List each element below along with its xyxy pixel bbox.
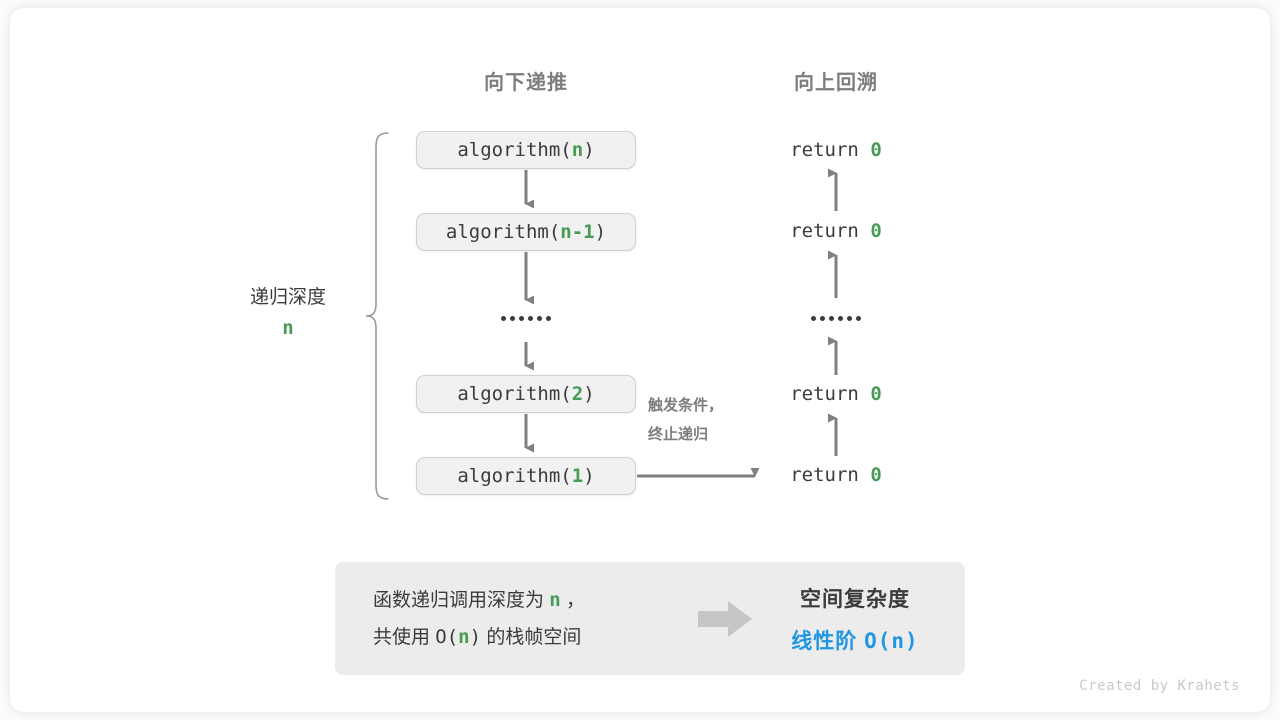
call-box-name: algorithm( [457,383,572,405]
summary-line-2: 共使用 O(n) 的栈帧空间 [373,619,585,656]
call-box-arg: 2 [571,383,584,405]
return-label-0: return 0 [790,139,882,161]
diagram-canvas: 向下递推 向上回溯 递归深度 n algorithm(n) algorithm(… [10,8,1270,712]
summary-line2-pre: 共使用 [373,626,436,648]
recursion-depth-label: 递归深度 n [250,282,326,339]
call-box-1[interactable]: algorithm(n-1) [416,213,636,251]
summary-line2-var: n [458,625,470,648]
complexity-value-notation: O(n) [864,628,919,653]
summary-line1-pre: 函数递归调用深度为 [373,589,550,611]
summary-line2-post: 的栈帧空间 [481,626,582,648]
column-header-down: 向下递推 [484,72,568,94]
return-value: 0 [870,383,882,405]
call-box-arg: n [571,139,584,161]
call-box-close: ) [583,139,595,161]
return-value: 0 [870,220,882,242]
column-header-up: 向上回溯 [794,72,878,94]
call-box-3[interactable]: algorithm(1) [416,457,636,495]
call-box-arg: n-1 [560,221,595,243]
call-box-name: algorithm( [457,465,572,487]
ellipsis-right [811,316,861,321]
call-box-0[interactable]: algorithm(n) [416,131,636,169]
return-keyword: return [790,464,871,486]
call-box-name: algorithm( [445,221,561,243]
summary-panel: 函数递归调用深度为 n ， 共使用 O(n) 的栈帧空间 空间复杂度 线性阶 O… [335,562,965,675]
recursion-depth-text: 递归深度 [249,287,327,308]
return-keyword: return [790,383,871,405]
footer-credit: Created by Krahets [1079,678,1240,694]
complexity-value-zh: 线性阶 [791,629,865,653]
return-keyword: return [790,139,871,161]
call-box-close: ) [594,221,607,243]
summary-line1-post: ， [560,589,586,611]
call-box-close: ) [583,465,595,487]
summary-description: 函数递归调用深度为 n ， 共使用 O(n) 的栈帧空间 [373,581,585,655]
summary-line-1: 函数递归调用深度为 n ， [373,581,585,618]
trigger-condition-note: 触发条件， 终止递归 [648,392,723,449]
summary-line1-var: n [549,588,561,611]
complexity-title: 空间复杂度 [800,587,910,611]
summary-line2-close: ) [469,625,482,648]
recursion-depth-value: n [282,317,294,339]
return-label-3: return 0 [790,464,882,486]
trigger-note-line2: 终止递归 [648,425,709,443]
return-label-2: return 0 [790,383,882,405]
return-value: 0 [870,464,882,486]
call-box-name: algorithm( [457,139,572,161]
call-box-2[interactable]: algorithm(2) [416,375,636,413]
complexity-value: 线性阶 O(n) [755,625,955,655]
trigger-note-line1: 触发条件， [648,397,724,414]
return-keyword: return [790,220,871,242]
summary-line2-o: O( [435,625,459,648]
block-arrow-right-icon [698,600,752,637]
return-label-1: return 0 [790,220,882,242]
ellipsis-left [501,316,551,321]
call-box-arg: 1 [571,465,584,487]
curly-brace-icon [365,132,389,500]
call-box-close: ) [583,383,595,405]
return-value: 0 [870,139,882,161]
summary-result: 空间复杂度 线性阶 O(n) [755,583,955,655]
